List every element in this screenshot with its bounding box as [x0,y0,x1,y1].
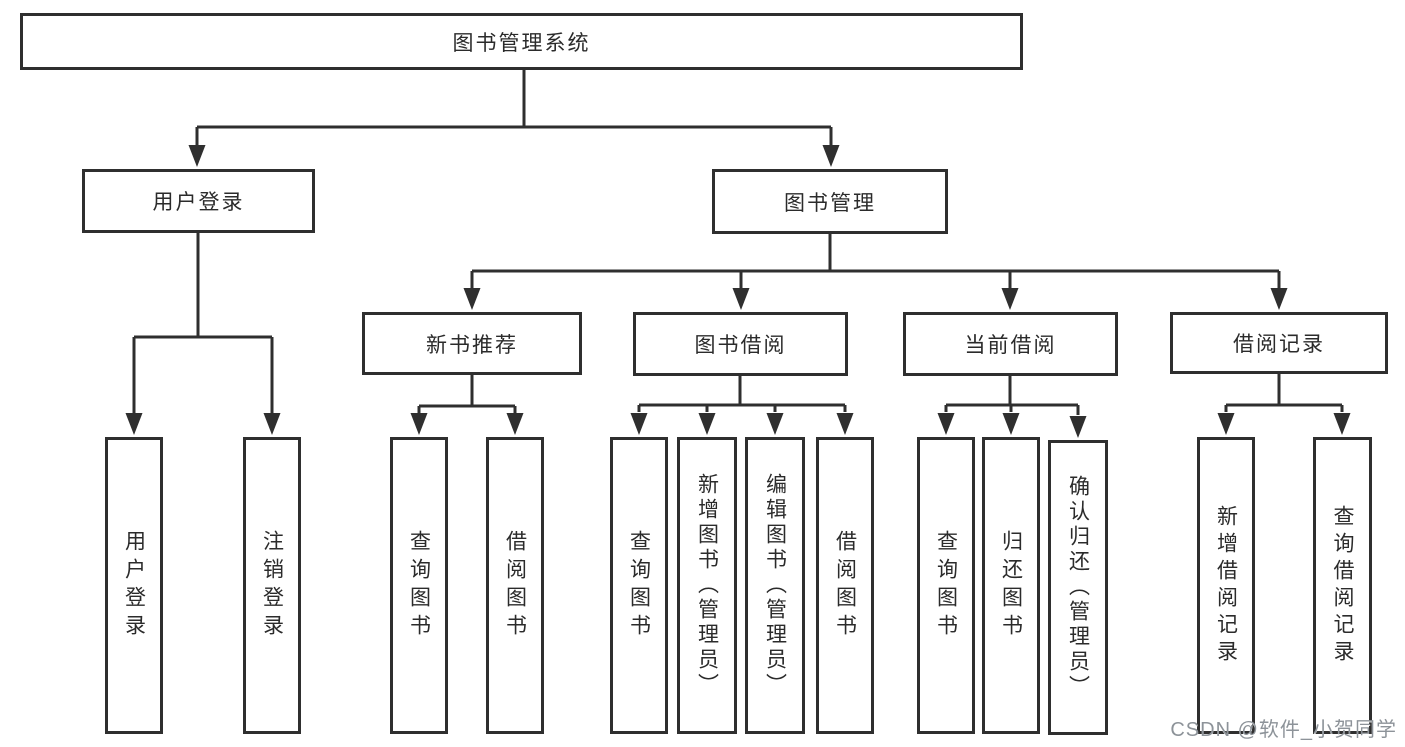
node-label: 查询图书 [934,529,958,642]
node-leaf-borrow-book-recommend: 借阅图书 [486,437,544,734]
node-leaf-edit-book-admin: 编辑图书（管理员） [745,437,805,734]
node-label: 注销登录 [260,529,284,642]
connector-borrow-children [630,376,854,435]
connector-user-login-children [125,233,281,435]
watermark: CSDN @软件_小贺同学 [1170,719,1397,741]
node-leaf-borrow-book: 借阅图书 [816,437,874,734]
node-label: 用户登录 [122,529,146,642]
node-label: 确认归还（管理员） [1066,475,1090,700]
node-label: 归还图书 [999,529,1023,642]
node-label: 查询图书 [407,529,431,642]
node-label: 编辑图书（管理员） [763,473,787,698]
node-user-login: 用户登录 [82,169,315,233]
connector-newbook-children [410,375,524,435]
node-leaf-user-login: 用户登录 [105,437,163,734]
node-label: 新增图书（管理员） [695,473,719,698]
node-leaf-query-book-recommend: 查询图书 [390,437,448,734]
node-label: 借阅图书 [503,529,527,642]
node-label: 新增借阅记录 [1214,504,1238,667]
node-leaf-return-book: 归还图书 [982,437,1040,734]
node-leaf-query-borrow-record: 查询借阅记录 [1313,437,1372,734]
node-book-management: 图书管理 [712,169,948,234]
node-label: 查询借阅记录 [1331,504,1354,667]
connector-current-children [937,376,1087,438]
node-leaf-query-book-borrow: 查询图书 [610,437,668,734]
node-leaf-add-book-admin: 新增图书（管理员） [677,437,737,734]
connector-root-to-level2 [188,70,840,167]
node-leaf-add-borrow-record: 新增借阅记录 [1197,437,1255,734]
node-label: 查询图书 [627,529,651,642]
connector-book-mgmt-to-level3 [463,234,1288,310]
node-current-borrow: 当前借阅 [903,312,1118,376]
node-book-borrow: 图书借阅 [633,312,848,376]
node-label: 借阅图书 [833,529,857,642]
node-borrow-records: 借阅记录 [1170,312,1388,374]
node-new-book-recommend: 新书推荐 [362,312,582,375]
node-root-system: 图书管理系统 [20,13,1023,70]
node-leaf-logout: 注销登录 [243,437,301,734]
node-leaf-confirm-return-admin: 确认归还（管理员） [1048,440,1108,735]
node-leaf-query-book-current: 查询图书 [917,437,975,734]
connector-records-children [1217,374,1351,435]
